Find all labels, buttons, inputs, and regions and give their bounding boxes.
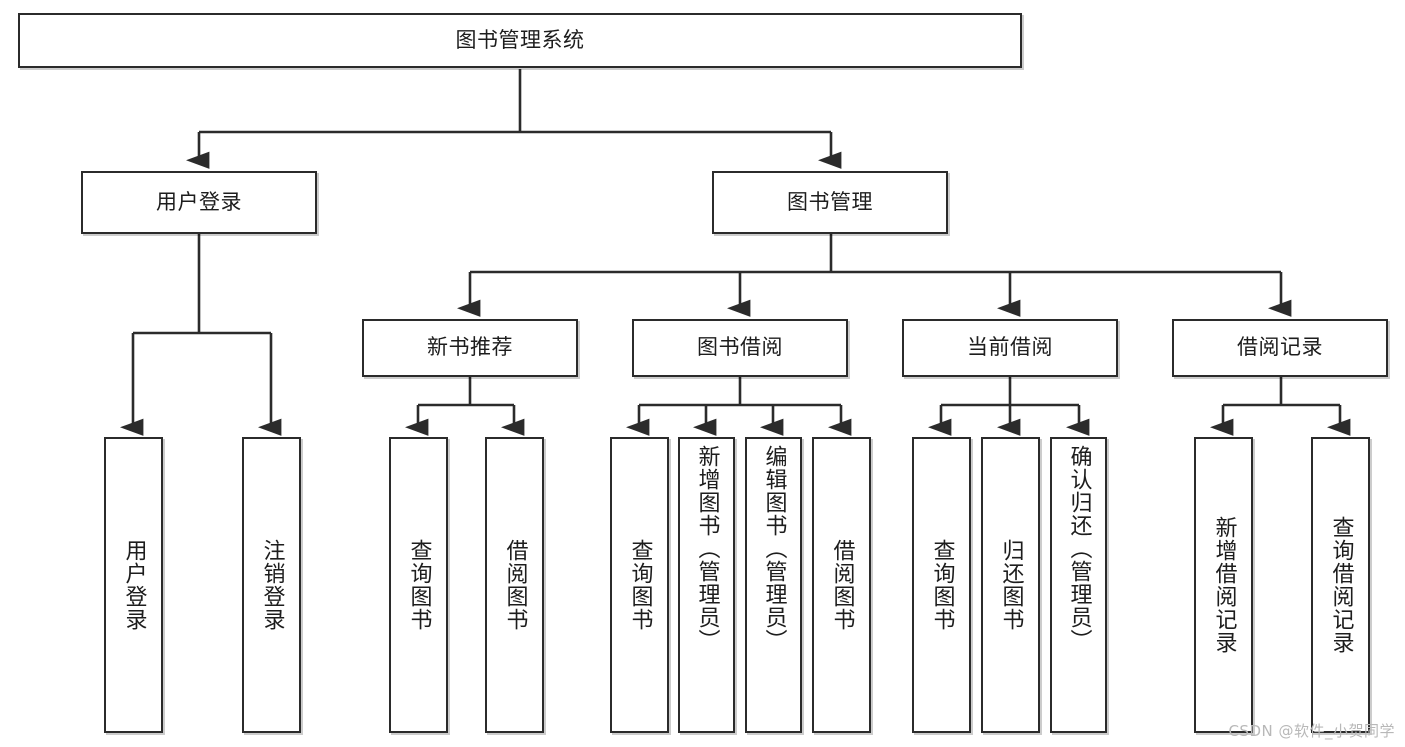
leaf-borrow-add-book-admin[interactable]: 新增图书（管理员） (678, 437, 735, 733)
node-root[interactable]: 图书管理系统 (18, 13, 1022, 68)
node-book-borrow[interactable]: 图书借阅 (632, 319, 848, 377)
node-current-borrow-label: 当前借阅 (967, 335, 1053, 360)
node-borrow-record-label: 借阅记录 (1237, 335, 1323, 360)
leaf-record-query-label: 查询借阅记录 (1328, 516, 1354, 654)
leaf-borrow-edit-book-admin[interactable]: 编辑图书（管理员） (745, 437, 802, 733)
leaf-borrow-add-book-admin-label: 新增图书（管理员） (694, 445, 720, 652)
leaf-new-book-query[interactable]: 查询图书 (389, 437, 448, 733)
leaf-current-return-book[interactable]: 归还图书 (981, 437, 1040, 733)
leaf-borrow-borrow-book[interactable]: 借阅图书 (812, 437, 871, 733)
node-new-book-recommend[interactable]: 新书推荐 (362, 319, 578, 377)
node-book-management-label: 图书管理 (787, 189, 873, 214)
leaf-borrow-query-book-label: 查询图书 (627, 539, 653, 631)
leaf-borrow-query-book[interactable]: 查询图书 (610, 437, 669, 733)
leaf-new-book-query-label: 查询图书 (406, 539, 432, 631)
leaf-record-add[interactable]: 新增借阅记录 (1194, 437, 1253, 733)
leaf-user-login-signin[interactable]: 用户登录 (104, 437, 163, 733)
leaf-current-confirm-return-admin[interactable]: 确认归还（管理员） (1050, 437, 1107, 733)
leaf-record-add-label: 新增借阅记录 (1211, 516, 1237, 654)
node-new-book-recommend-label: 新书推荐 (427, 335, 513, 360)
leaf-user-login-signout-label: 注销登录 (259, 539, 285, 631)
node-user-login[interactable]: 用户登录 (81, 171, 317, 234)
node-user-login-label: 用户登录 (156, 189, 242, 214)
node-book-management[interactable]: 图书管理 (712, 171, 948, 234)
node-borrow-record[interactable]: 借阅记录 (1172, 319, 1388, 377)
leaf-current-confirm-return-admin-label: 确认归还（管理员） (1066, 445, 1092, 652)
leaf-current-query-book-label: 查询图书 (929, 539, 955, 631)
node-book-borrow-label: 图书借阅 (697, 335, 783, 360)
node-root-label: 图书管理系统 (455, 27, 585, 52)
leaf-borrow-borrow-book-label: 借阅图书 (829, 539, 855, 631)
leaf-borrow-edit-book-admin-label: 编辑图书（管理员） (761, 445, 787, 652)
leaf-new-book-borrow-label: 借阅图书 (502, 539, 528, 631)
leaf-user-login-signout[interactable]: 注销登录 (242, 437, 301, 733)
leaf-new-book-borrow[interactable]: 借阅图书 (485, 437, 544, 733)
leaf-record-query[interactable]: 查询借阅记录 (1311, 437, 1370, 733)
leaf-user-login-signin-label: 用户登录 (121, 539, 147, 631)
node-current-borrow[interactable]: 当前借阅 (902, 319, 1118, 377)
leaf-current-return-book-label: 归还图书 (998, 539, 1024, 631)
leaf-current-query-book[interactable]: 查询图书 (912, 437, 971, 733)
